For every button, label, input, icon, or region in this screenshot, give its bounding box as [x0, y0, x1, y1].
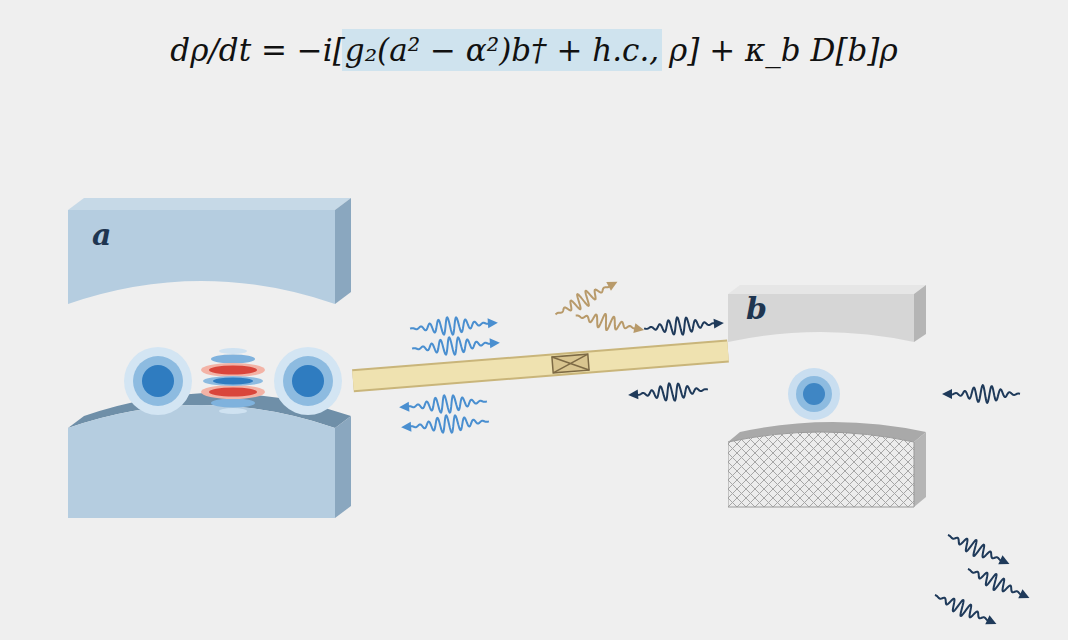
- wave-packet: [399, 395, 487, 412]
- wave-packet: [968, 569, 1030, 598]
- wave-packet: [576, 314, 644, 333]
- cavity-label: a: [92, 218, 111, 251]
- master-equation: dρ/dt = −i[g₂(a² − α²)b† + h.c., ρ] + κ_…: [0, 30, 1068, 70]
- wave-packet: [948, 535, 1010, 564]
- wave-packet: [942, 385, 1020, 403]
- coupler-strip: [353, 351, 728, 381]
- wave-packet: [410, 317, 498, 334]
- wave-packet: [556, 282, 618, 315]
- wave-packet: [644, 317, 724, 334]
- wave-packet: [401, 415, 489, 432]
- strip-body: [353, 351, 728, 381]
- wave-packet: [935, 595, 997, 624]
- strip-outline: [353, 351, 728, 381]
- cavity-b: b: [728, 282, 928, 512]
- cavity-a: a: [68, 196, 353, 526]
- cavity-label: b: [746, 292, 767, 325]
- wave-packet: [412, 337, 500, 354]
- wave-packet: [628, 383, 708, 400]
- junction-symbol: [552, 354, 589, 373]
